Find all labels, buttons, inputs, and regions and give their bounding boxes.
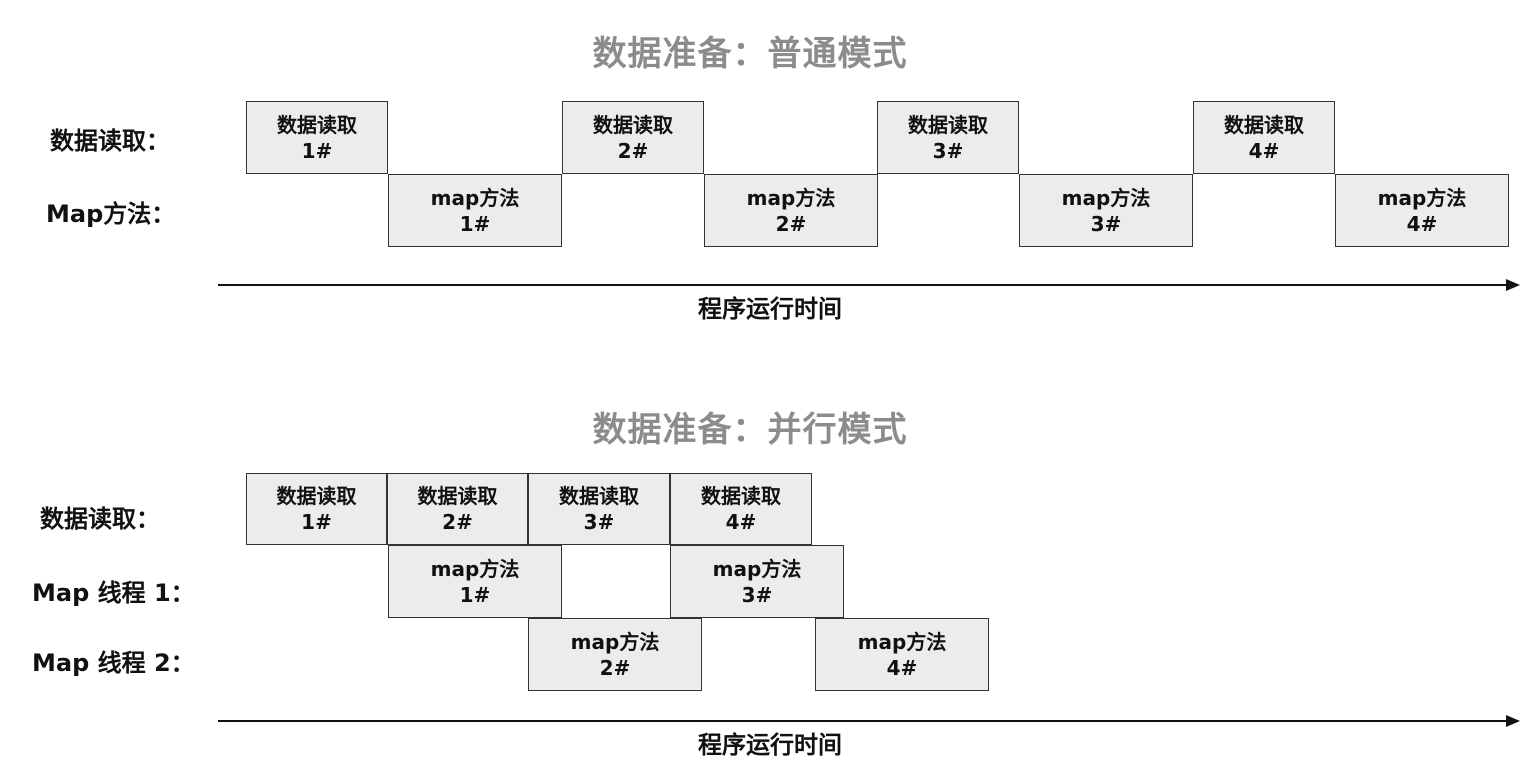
normal-map-block-2: map方法 2#	[704, 174, 878, 247]
block-label: map方法	[430, 185, 520, 210]
block-label: map方法	[857, 629, 947, 654]
block-label: map方法	[570, 629, 660, 654]
normal-time-axis	[218, 284, 1518, 286]
block-index: 1#	[459, 582, 491, 607]
parallel-map2-row-label: Map 线程 2：	[32, 649, 195, 677]
block-index: 2#	[599, 655, 631, 680]
block-index: 2#	[617, 138, 649, 163]
parallel-mode-title: 数据准备：并行模式	[592, 410, 908, 450]
parallel-read-block-1: 数据读取 1#	[246, 473, 387, 545]
block-label: 数据读取	[417, 484, 498, 508]
block-label: 数据读取	[908, 112, 988, 137]
parallel-read-row-label: 数据读取：	[40, 505, 160, 533]
parallel-read-block-2: 数据读取 2#	[387, 473, 528, 545]
block-label: map方法	[1061, 185, 1151, 210]
block-label: 数据读取	[701, 484, 781, 508]
block-index: 4#	[1406, 211, 1438, 236]
block-index: 4#	[725, 510, 757, 534]
normal-time-axis-label: 程序运行时间	[698, 295, 842, 323]
normal-read-block-1: 数据读取 1#	[246, 101, 388, 174]
block-index: 4#	[1248, 138, 1280, 163]
parallel-time-axis-label: 程序运行时间	[698, 731, 842, 759]
parallel-time-axis	[218, 720, 1518, 722]
block-label: 数据读取	[277, 112, 357, 137]
normal-map-block-4: map方法 4#	[1335, 174, 1509, 247]
block-index: 2#	[775, 211, 807, 236]
block-label: 数据读取	[593, 112, 673, 137]
normal-map-row-label: Map方法：	[46, 200, 176, 228]
parallel-map1-block-1: map方法 1#	[388, 545, 562, 618]
block-index: 1#	[301, 510, 332, 534]
block-index: 3#	[583, 510, 615, 534]
block-index: 3#	[741, 582, 773, 607]
parallel-read-block-3: 数据读取 3#	[528, 473, 670, 545]
normal-read-row-label: 数据读取：	[50, 127, 170, 155]
block-label: 数据读取	[1224, 112, 1304, 137]
block-label: map方法	[712, 556, 802, 581]
normal-time-axis-arrow-icon	[1506, 279, 1520, 291]
block-index: 3#	[932, 138, 964, 163]
parallel-map2-block-1: map方法 2#	[528, 618, 702, 691]
block-label: 数据读取	[276, 484, 357, 508]
block-label: map方法	[430, 556, 520, 581]
normal-read-block-3: 数据读取 3#	[877, 101, 1019, 174]
normal-map-block-1: map方法 1#	[388, 174, 562, 247]
block-index: 1#	[459, 211, 491, 236]
block-index: 4#	[886, 655, 918, 680]
parallel-map1-block-2: map方法 3#	[670, 545, 844, 618]
block-index: 1#	[301, 138, 333, 163]
parallel-time-axis-arrow-icon	[1506, 715, 1520, 727]
block-index: 3#	[1090, 211, 1122, 236]
block-label: map方法	[746, 185, 836, 210]
normal-read-block-2: 数据读取 2#	[562, 101, 704, 174]
block-index: 2#	[442, 510, 473, 534]
block-label: 数据读取	[559, 484, 639, 508]
normal-mode-title: 数据准备：普通模式	[592, 34, 908, 74]
parallel-map1-row-label: Map 线程 1：	[32, 579, 195, 607]
parallel-read-block-4: 数据读取 4#	[670, 473, 812, 545]
block-label: map方法	[1377, 185, 1467, 210]
parallel-map2-block-2: map方法 4#	[815, 618, 989, 691]
normal-read-block-4: 数据读取 4#	[1193, 101, 1335, 174]
normal-map-block-3: map方法 3#	[1019, 174, 1193, 247]
